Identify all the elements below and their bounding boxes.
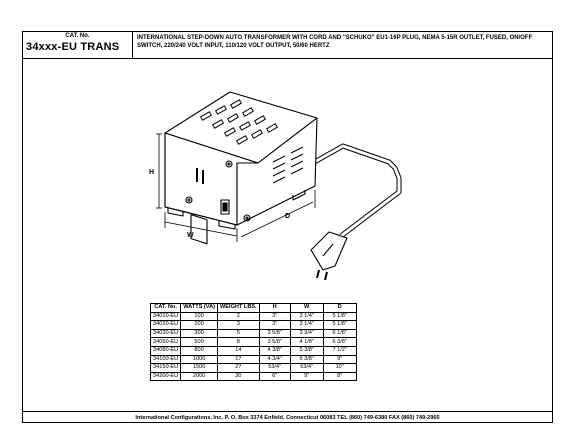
catalog-label: CAT. No. bbox=[65, 33, 90, 39]
table-row: 34080-EU 800 14 4 3/8" 5 3/8" 7 1/2" bbox=[149, 345, 357, 356]
table-cell: 34100-EU bbox=[149, 354, 182, 365]
table-cell: 5 3/8" bbox=[289, 345, 324, 356]
table-cell: 3 bbox=[217, 320, 260, 330]
column-header: W bbox=[289, 303, 324, 313]
table-cell: 34030-EU bbox=[149, 328, 182, 339]
table-row: 34030-EU 300 5 3 5/8" 3 3/4" 6 1/8" bbox=[149, 328, 357, 339]
table-cell: 500 bbox=[180, 337, 218, 347]
table-cell: 53/4" bbox=[258, 363, 291, 373]
table-row: 34010-EU 100 2 3" 3 1/4" 5 1/8" bbox=[149, 311, 357, 322]
column-header: CAT. No. bbox=[149, 303, 182, 313]
table-cell: 300 bbox=[180, 328, 218, 339]
table-cell: 27 bbox=[217, 363, 260, 373]
table-cell: 3 1/4" bbox=[289, 311, 324, 322]
table-cell: 10" bbox=[322, 363, 357, 373]
transformer-drawing: H W D bbox=[149, 91, 402, 281]
table-cell: 9" bbox=[289, 371, 324, 382]
table-cell: 1000 bbox=[180, 354, 218, 365]
dimension-w-label: W bbox=[187, 232, 194, 239]
footer-divider bbox=[23, 411, 552, 412]
table-cell: 34020-EU bbox=[149, 320, 182, 330]
table-row: 34020-EU 200 3 3" 3 1/4" 5 1/8" bbox=[149, 320, 357, 330]
table-row: 34050-EU 500 8 3 5/8" 4 1/8" 6 3/8" bbox=[149, 337, 357, 347]
column-header: WATTS (VA) bbox=[180, 303, 218, 313]
table-cell: 3" bbox=[258, 320, 291, 330]
table-cell: 34050-EU bbox=[149, 337, 182, 347]
table-cell: 3 1/4" bbox=[289, 320, 324, 330]
table-cell: 34200-EU bbox=[149, 371, 182, 382]
table-cell: 8" bbox=[322, 371, 357, 382]
table-cell: 3 3/4" bbox=[289, 328, 324, 339]
table-cell: 2000 bbox=[180, 371, 218, 382]
table-cell: 34150-EU bbox=[149, 363, 182, 373]
table-cell: 6" bbox=[258, 371, 291, 382]
table-cell: 9" bbox=[322, 354, 357, 365]
table-cell: 6 3/8" bbox=[289, 354, 324, 365]
table-cell: 2 bbox=[217, 311, 260, 322]
table-row: 34150-EU 1500 27 53/4" 63/4" 10" bbox=[149, 363, 357, 373]
table-cell: 6 3/8" bbox=[322, 337, 357, 347]
sheet-header: CAT. No. 34xxx-EU TRANS INTERNATIONAL ST… bbox=[23, 32, 552, 59]
table-cell: 8 bbox=[217, 337, 260, 347]
table-cell: 3" bbox=[258, 311, 291, 322]
column-header: H bbox=[258, 303, 291, 313]
spec-table: CAT. No. WATTS (VA) WEIGHT LBS. H W D 34… bbox=[149, 303, 357, 382]
column-header: WEIGHT LBS. bbox=[217, 303, 260, 313]
table-cell: 4 3/8" bbox=[258, 345, 291, 356]
table-cell: 3 5/8" bbox=[258, 328, 291, 339]
catalog-number: 34xxx-EU TRANS bbox=[26, 41, 120, 53]
dimension-d-label: D bbox=[285, 213, 290, 220]
table-cell: 200 bbox=[180, 320, 218, 330]
table-cell: 7 1/2" bbox=[322, 345, 357, 356]
product-description: INTERNATIONAL STEP-DOWN AUTO TRANSFORMER… bbox=[137, 35, 533, 49]
table-cell: 4 3/4" bbox=[258, 354, 291, 365]
dimension-h-label: H bbox=[149, 169, 154, 176]
column-header: D bbox=[322, 303, 357, 313]
catalog-box: CAT. No. 34xxx-EU TRANS bbox=[23, 32, 133, 58]
company-footer: International Configurations, Inc. P. O.… bbox=[135, 415, 440, 421]
table-cell: 100 bbox=[180, 311, 218, 322]
table-cell: 5 1/8" bbox=[322, 311, 357, 322]
table-cell: 63/4" bbox=[289, 363, 324, 373]
table-cell: 17 bbox=[217, 354, 260, 365]
table-cell: 34010-EU bbox=[149, 311, 182, 322]
table-header-row: CAT. No. WATTS (VA) WEIGHT LBS. H W D bbox=[149, 303, 357, 313]
table-cell: 6 1/8" bbox=[322, 328, 357, 339]
table-row: 34200-EU 2000 30 6" 9" 8" bbox=[149, 371, 357, 382]
table-cell: 30 bbox=[217, 371, 260, 382]
table-row: 34100-EU 1000 17 4 3/4" 6 3/8" 9" bbox=[149, 354, 357, 365]
table-cell: 14 bbox=[217, 345, 260, 356]
table-cell: 34080-EU bbox=[149, 345, 182, 356]
table-cell: 4 1/8" bbox=[289, 337, 324, 347]
table-cell: 3 5/8" bbox=[258, 337, 291, 347]
spec-sheet: CAT. No. 34xxx-EU TRANS INTERNATIONAL ST… bbox=[22, 31, 553, 423]
table-cell: 5 bbox=[217, 328, 260, 339]
table-cell: 800 bbox=[180, 345, 218, 356]
table-cell: 1500 bbox=[180, 363, 218, 373]
table-cell: 5 1/8" bbox=[322, 320, 357, 330]
